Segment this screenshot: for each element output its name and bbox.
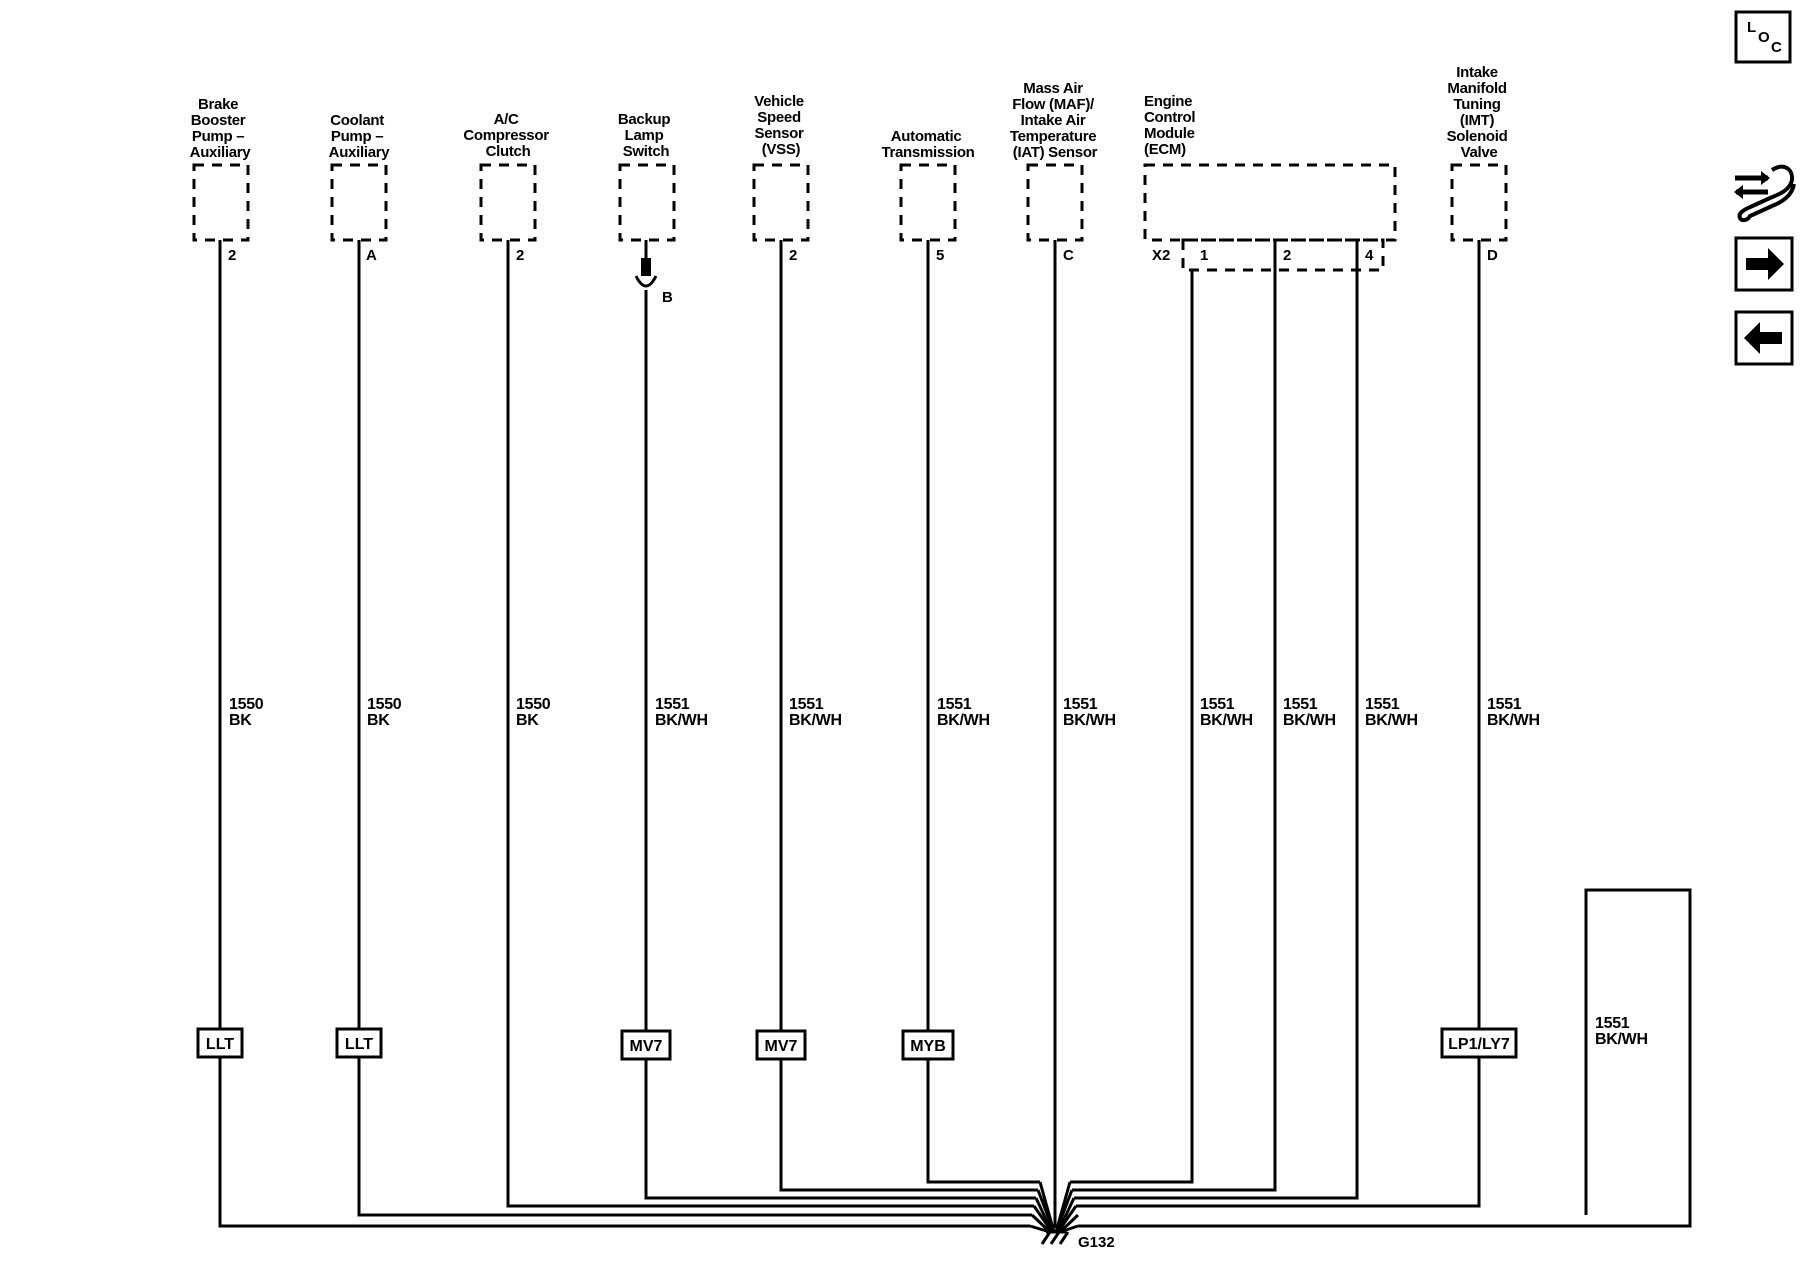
wire-auto-trans	[926, 240, 1040, 1184]
loc-letter-l: L	[1747, 19, 1756, 36]
backup-lamp-label: Backup Lamp Switch	[618, 111, 674, 160]
brake-booster-box	[192, 163, 250, 242]
ac-compressor-label: A/C Compressor Clutch	[463, 111, 552, 160]
wire-imt	[1076, 240, 1481, 1208]
imt-label: Intake Manifold Tuning (IMT) Solenoid Va…	[1447, 64, 1512, 161]
auto-trans-box	[899, 163, 957, 242]
wire-label-auto-trans: 1551 BK/WH	[937, 696, 990, 729]
auto-trans-label: Automatic Transmission	[881, 128, 974, 161]
wire-ecm-1	[1070, 270, 1194, 1184]
wire-label-ecm-4: 1551 BK/WH	[1365, 696, 1418, 729]
brake-booster-pin: 2	[228, 247, 236, 264]
wire-backup-lamp	[644, 290, 1036, 1200]
option-box-imt: LP1/LY7	[1440, 1027, 1518, 1059]
wire-label-brake-booster: 1550 BK	[229, 696, 268, 729]
wire-ecm-4	[1074, 240, 1359, 1200]
wire-label-ecm-1: 1551 BK/WH	[1200, 696, 1253, 729]
backup-lamp-inline-pin: B	[662, 289, 673, 306]
backup-lamp-box	[618, 163, 676, 242]
wire-coolant-pump	[357, 240, 1032, 1217]
option-box-vss: MV7	[755, 1029, 807, 1061]
ecm-box	[1143, 163, 1397, 242]
ground-symbol	[1040, 1230, 1070, 1245]
arrow-left-icon[interactable]	[1734, 310, 1794, 366]
option-box-coolant-pump: LLT	[335, 1027, 383, 1059]
option-box-auto-trans: MYB	[901, 1029, 955, 1061]
vss-label: Vehicle Speed Sensor (VSS)	[754, 93, 807, 158]
ground-fan-in	[1029, 1181, 1080, 1234]
svg-text:LLT: LLT	[206, 1036, 234, 1053]
loc-letter-o: O	[1758, 29, 1770, 46]
ecm-connector-label: X2	[1152, 247, 1170, 264]
ecm-pin-4: 4	[1365, 247, 1374, 264]
wire-brake-booster	[218, 240, 1030, 1228]
wire-label-ecm-2: 1551 BK/WH	[1283, 696, 1336, 729]
maf-iat-label: Mass Air Flow (MAF)/ Intake Air Temperat…	[1010, 80, 1100, 161]
coolant-pump-label: Coolant Pump – Auxiliary	[329, 112, 391, 161]
wire-label-offpage: 1551 BK/WH	[1595, 1015, 1648, 1048]
wire-offpage	[1078, 888, 1692, 1228]
svg-text:LP1/LY7: LP1/LY7	[1448, 1036, 1510, 1053]
vss-box	[752, 163, 810, 242]
wire-ecm-2	[1072, 240, 1277, 1192]
loc-button[interactable]: L O C	[1734, 10, 1792, 64]
ac-compressor-box	[479, 163, 537, 242]
wire-label-ac-compressor: 1550 BK	[516, 696, 555, 729]
wire-label-vss: 1551 BK/WH	[789, 696, 842, 729]
wire-ac-compressor	[506, 240, 1034, 1208]
vss-pin: 2	[789, 247, 797, 264]
ecm-connector-box	[1181, 238, 1385, 272]
svg-text:MV7: MV7	[765, 1038, 798, 1055]
imt-box	[1450, 163, 1508, 242]
maf-iat-pin: C	[1063, 247, 1074, 264]
svg-text:MV7: MV7	[630, 1038, 663, 1055]
ecm-pin-2: 2	[1283, 247, 1291, 264]
svg-text:MYB: MYB	[910, 1038, 946, 1055]
ac-compressor-pin: 2	[516, 247, 524, 264]
brake-booster-label: Brake Booster Pump – Auxiliary	[190, 96, 252, 161]
auto-trans-pin: 5	[936, 247, 944, 264]
option-box-backup-lamp: MV7	[620, 1029, 672, 1061]
wire-vss	[779, 240, 1038, 1192]
coolant-pump-pin: A	[366, 247, 377, 264]
ecm-pin-1: 1	[1200, 247, 1208, 264]
wire-label-maf-iat: 1551 BK/WH	[1063, 696, 1116, 729]
arrow-right-icon[interactable]	[1734, 236, 1794, 292]
maf-iat-box	[1026, 163, 1084, 242]
wire-label-backup-lamp: 1551 BK/WH	[655, 696, 708, 729]
wrench-icon[interactable]	[1734, 164, 1796, 223]
coolant-pump-box	[330, 163, 388, 242]
imt-pin: D	[1487, 247, 1498, 264]
wire-label-imt: 1551 BK/WH	[1487, 696, 1540, 729]
backup-lamp-inline-connector	[634, 258, 658, 288]
ecm-label: Engine Control Module (ECM)	[1144, 93, 1199, 158]
wire-label-coolant-pump: 1550 BK	[367, 696, 406, 729]
svg-text:LLT: LLT	[345, 1036, 373, 1053]
ground-label: G132	[1078, 1234, 1115, 1251]
loc-letter-c: C	[1771, 39, 1782, 56]
option-box-brake-booster: LLT	[196, 1027, 244, 1059]
